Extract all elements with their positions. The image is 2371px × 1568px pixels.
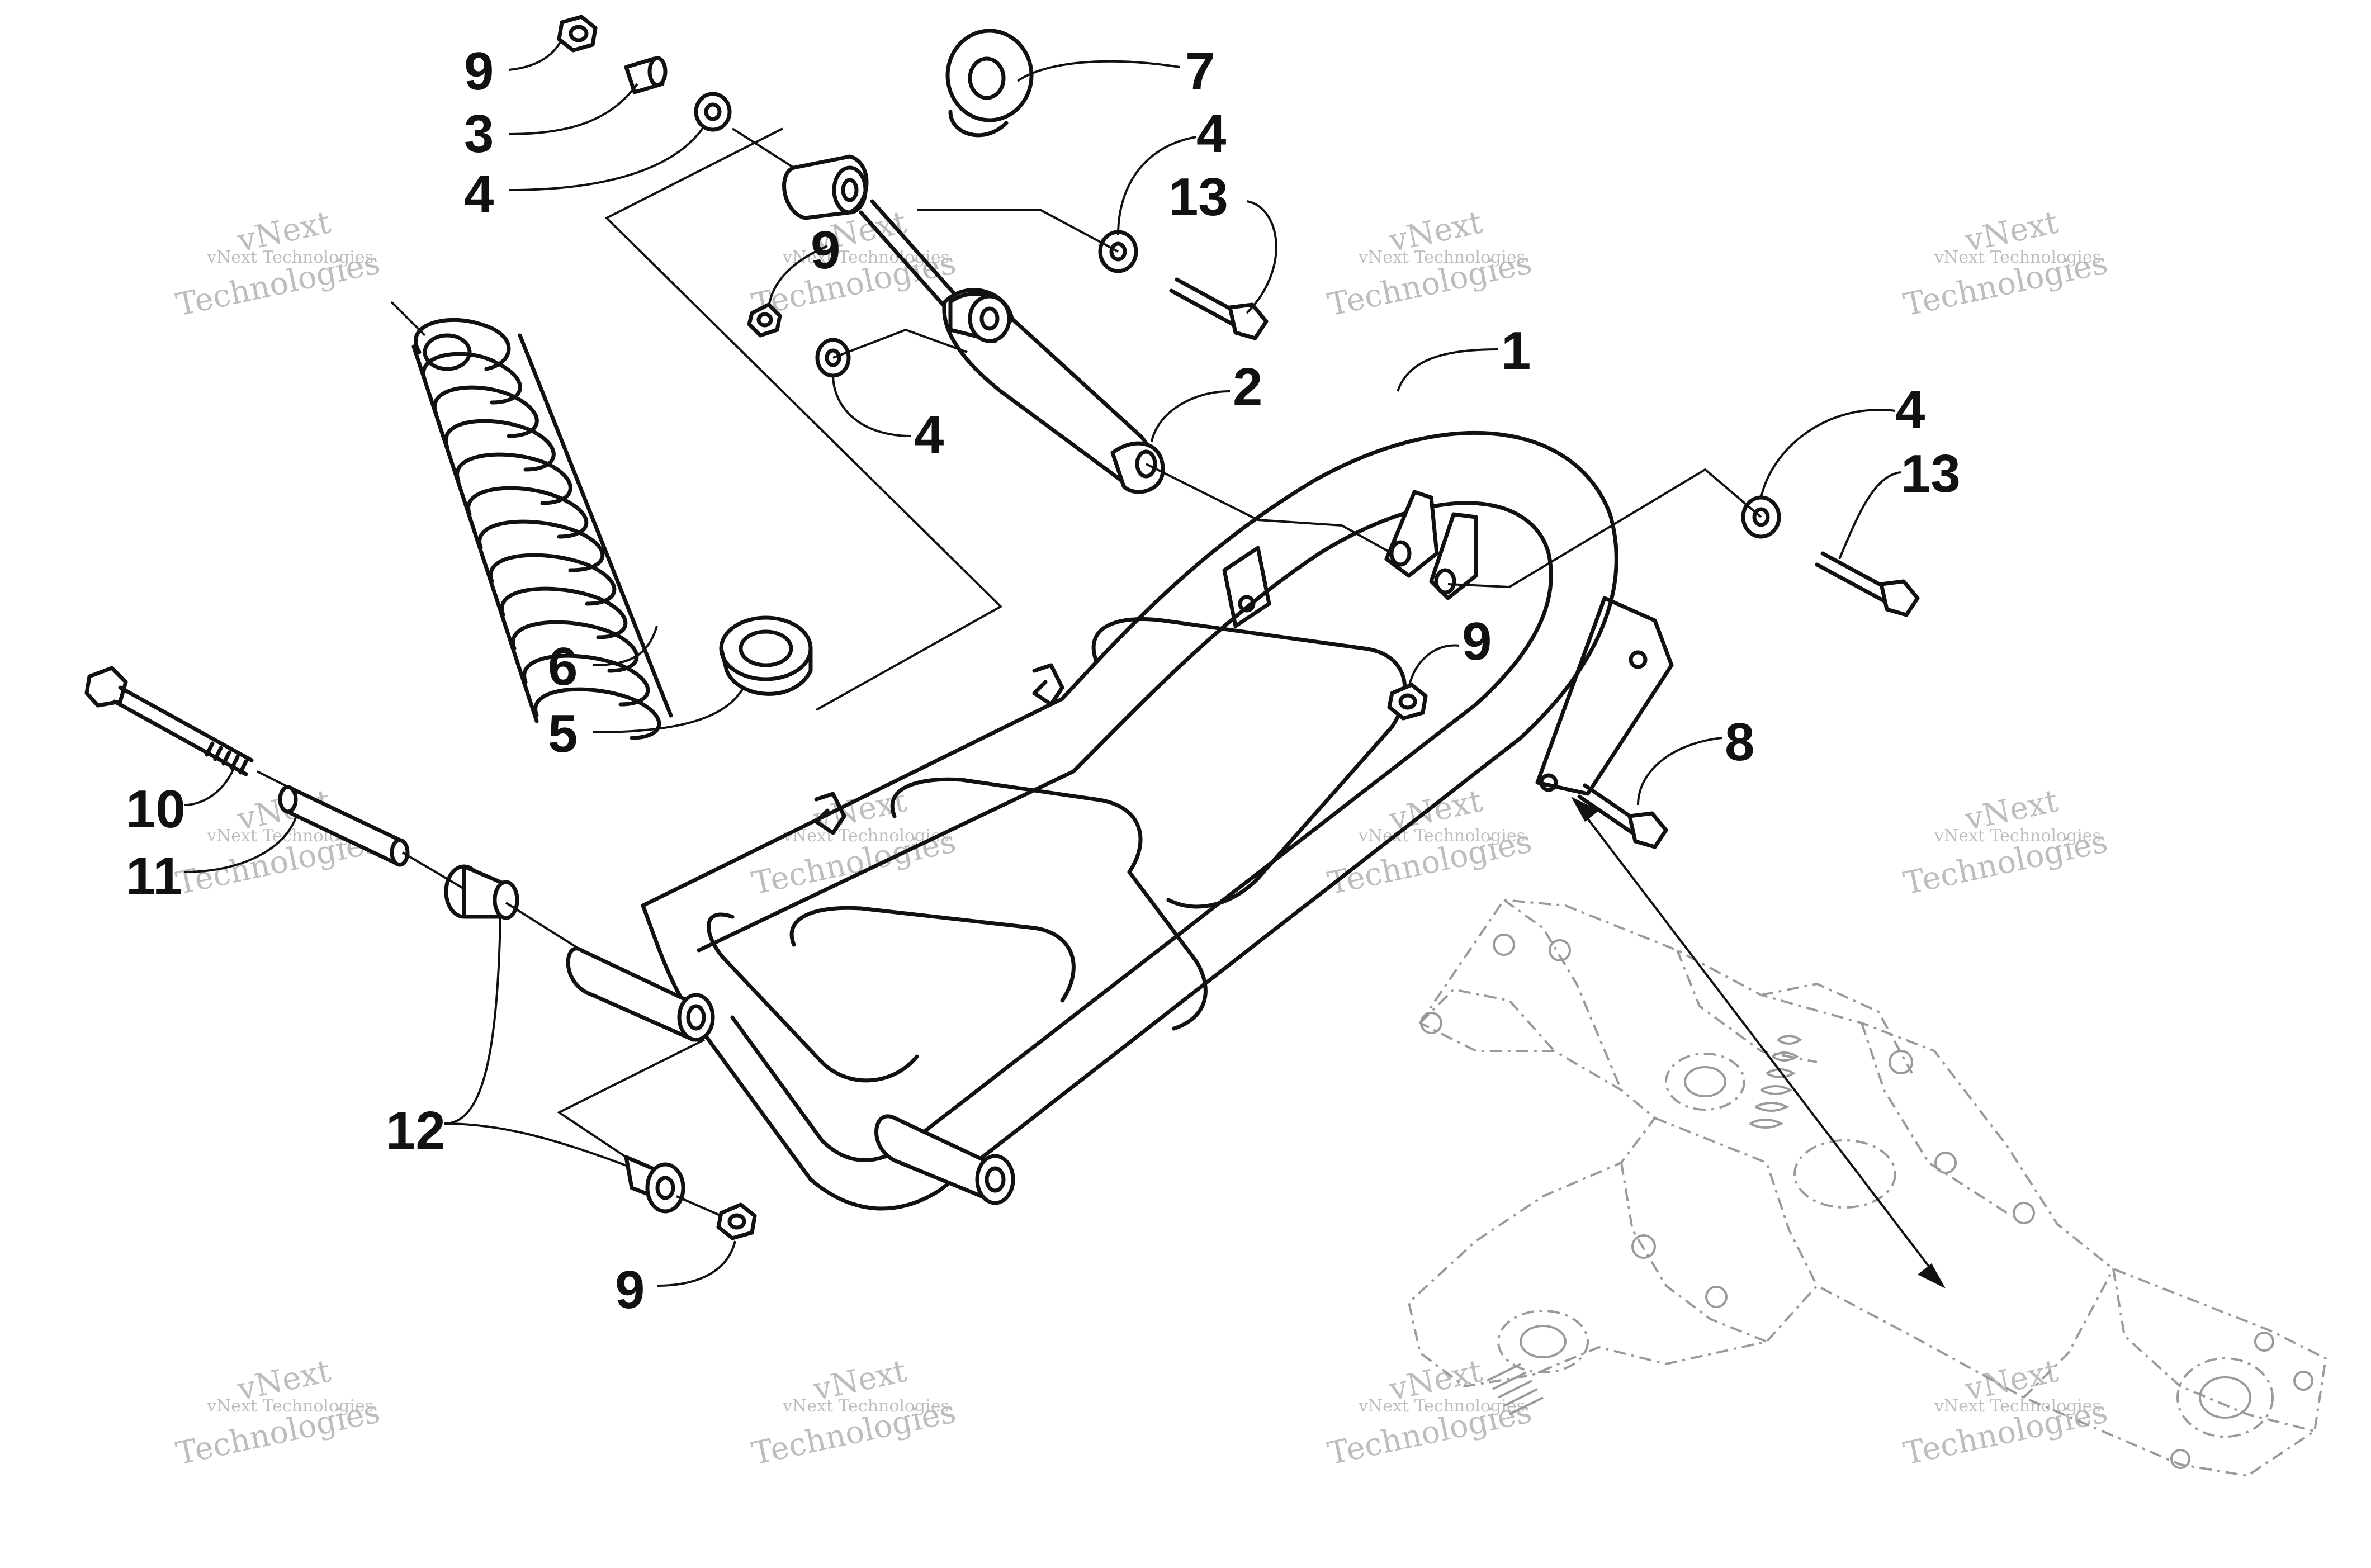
- watermark: vNext Technologies vNext Technologies: [1324, 1353, 1535, 1472]
- reference-arrow: [1571, 797, 1946, 1288]
- watermark-text: vNext Technologies: [1358, 1396, 1525, 1416]
- callout-number: 9: [615, 1260, 645, 1320]
- callout-labels: 9 3 4 7 4 13 9 4 2 1 4 13 9 6 5 8 10 11 …: [126, 41, 1961, 1320]
- callout-number: 2: [1233, 357, 1262, 417]
- arrowhead-icon: [1571, 797, 1599, 822]
- washer: [694, 92, 732, 132]
- watermark: vNext Technologies vNext Technologies: [173, 1353, 383, 1472]
- callout-number: 6: [548, 637, 578, 697]
- arrowhead-icon: [1918, 1263, 1946, 1288]
- watermark-text: vNext Technologies: [1934, 826, 2101, 846]
- watermark-text: vNext Technologies: [782, 1396, 949, 1416]
- bolt: [1577, 783, 1668, 849]
- callout-number: 5: [548, 704, 578, 764]
- watermark-text: vNext Technologies: [206, 248, 373, 267]
- lock-nut: [716, 1202, 757, 1240]
- coil-spring: [390, 301, 673, 740]
- callout-number: 4: [1196, 104, 1226, 164]
- callout-number: 10: [126, 779, 186, 839]
- watermark: vNext Technologies vNext Technologies: [1324, 783, 1535, 902]
- watermark: vNext Technologies vNext Technologies: [1900, 204, 2110, 324]
- pivot-sleeve: [278, 785, 410, 867]
- callout-number: 13: [1901, 444, 1961, 504]
- ghost-axle-housing: [1408, 899, 2327, 1477]
- callout-number: 9: [1462, 612, 1492, 671]
- swing-arm-frame: [566, 430, 1674, 1211]
- callout-number: 7: [1185, 41, 1215, 101]
- callout-number: 3: [464, 104, 494, 164]
- watermark: vNext Technologies vNext Technologies: [173, 204, 383, 324]
- bolt: [1169, 277, 1269, 340]
- callout-number: 9: [811, 220, 840, 280]
- callout-number: 4: [1895, 380, 1925, 439]
- lock-nut: [1387, 683, 1428, 721]
- assembly-lines: [257, 127, 1762, 1217]
- watermark: vNext Technologies vNext Technologies: [1324, 204, 1535, 324]
- callout-number: 4: [464, 164, 494, 224]
- bump-stop-cup: [945, 29, 1034, 138]
- long-bolt: [84, 666, 254, 776]
- spacer: [624, 56, 668, 94]
- callout-leaders: [184, 39, 1901, 1287]
- watermark: vNext Technologies vNext Technologies: [749, 1353, 959, 1472]
- callout-number: 8: [1725, 712, 1754, 772]
- watermark: vNext Technologies vNext Technologies: [1900, 783, 2110, 902]
- callout-number: 4: [914, 405, 944, 465]
- callout-number: 9: [464, 41, 494, 101]
- flanged-bushing: [624, 1155, 685, 1214]
- watermark-text: vNext Technologies: [206, 1396, 373, 1416]
- lock-nut: [557, 15, 598, 53]
- watermark-text: vNext Technologies: [1358, 248, 1525, 267]
- watermark-text: vNext Technologies: [1934, 248, 2101, 267]
- flanged-bushing: [444, 864, 519, 920]
- callout-number: 11: [126, 846, 182, 906]
- callout-number: 13: [1168, 167, 1228, 227]
- watermark-text: vNext Technologies: [1934, 1396, 2101, 1416]
- bolt: [1815, 551, 1920, 617]
- shock-absorber: [782, 154, 1165, 494]
- watermark: vNext Technologies vNext Technologies: [1900, 1353, 2110, 1472]
- spring-seat: [719, 615, 813, 696]
- callout-number: 1: [1501, 321, 1531, 381]
- callout-number: 12: [386, 1101, 446, 1160]
